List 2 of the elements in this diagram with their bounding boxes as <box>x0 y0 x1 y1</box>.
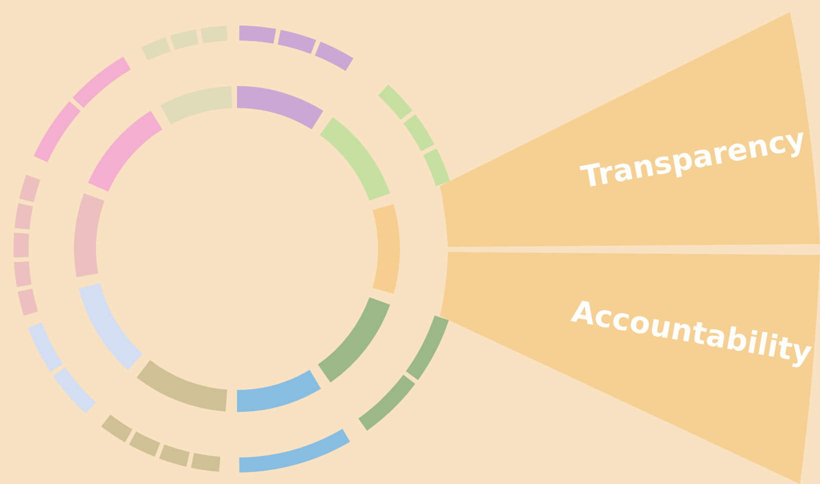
wedge-segment <box>440 12 820 247</box>
wedge-segment <box>440 252 820 484</box>
